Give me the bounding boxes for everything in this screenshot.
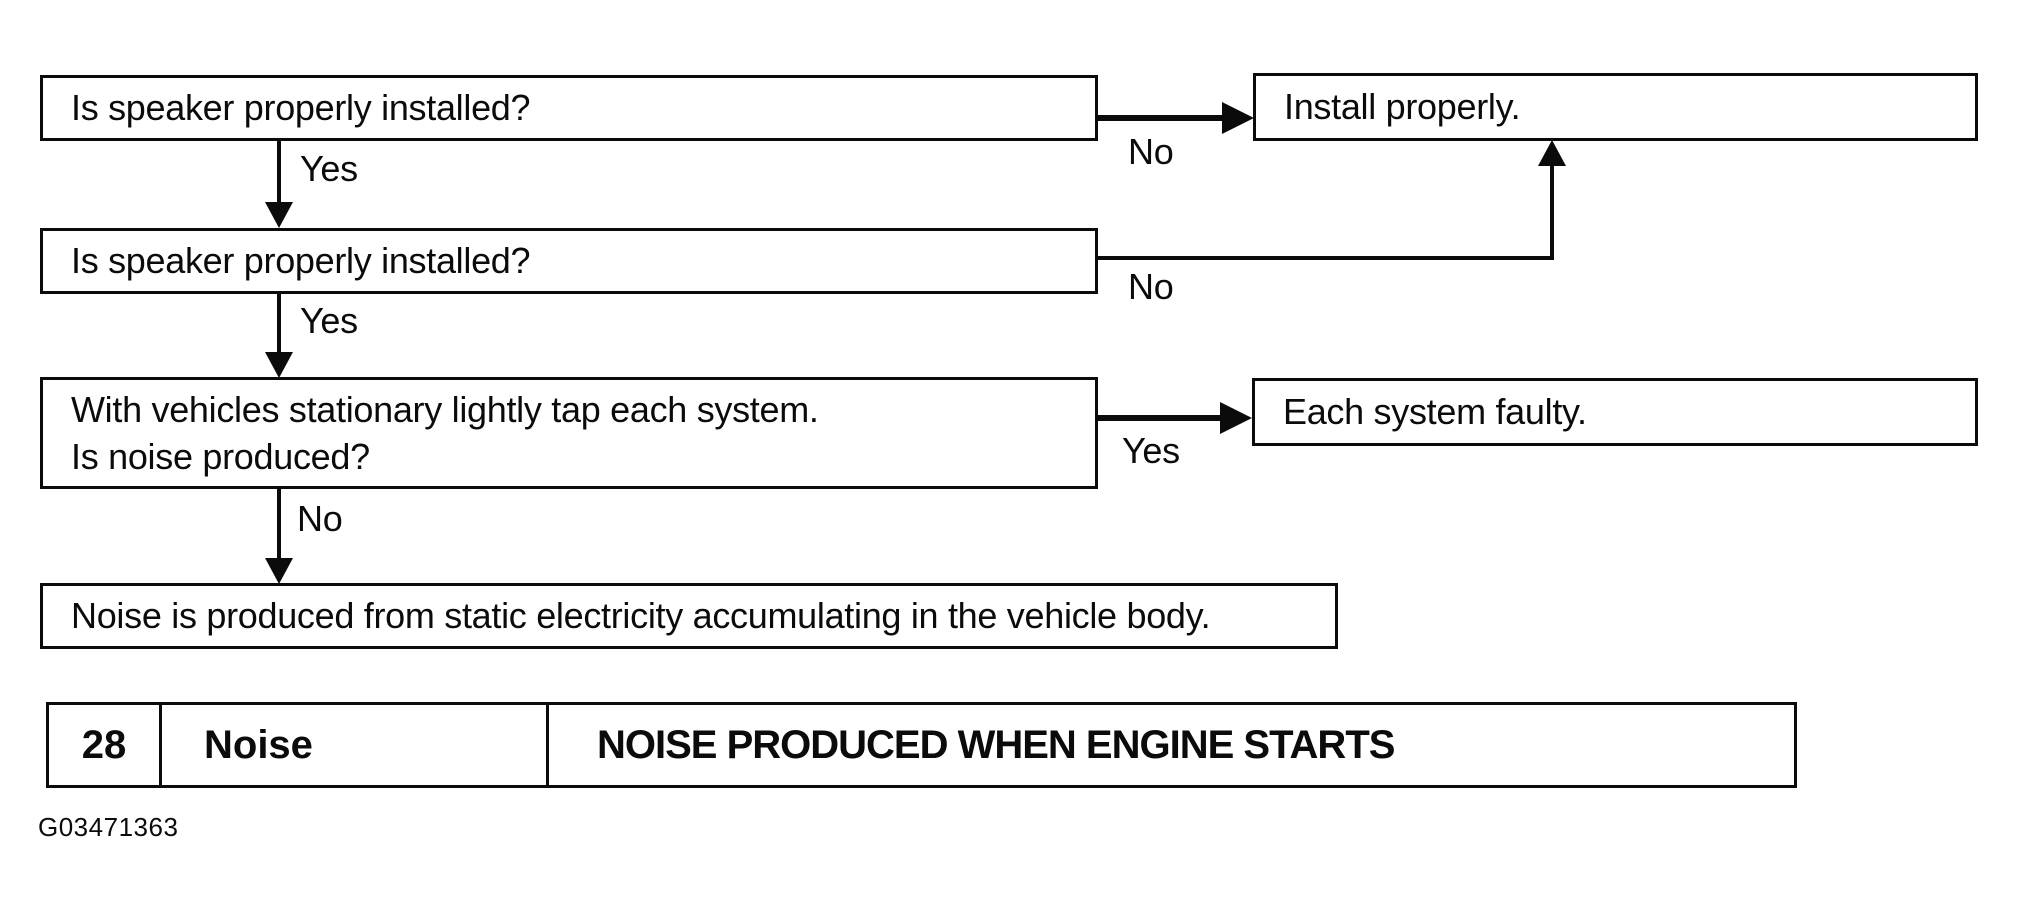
branch-label-q2-no: No: [1128, 266, 1174, 307]
connector-q1-no-line: [1098, 115, 1224, 121]
arrowhead-down-icon: [265, 352, 293, 378]
symptom-category-cell: Noise: [162, 705, 549, 785]
flow-box-question-3: With vehicles stationary lightly tap eac…: [40, 377, 1098, 489]
flow-box-question-1: Is speaker properly installed?: [40, 75, 1098, 141]
connector-q3-yes-line: [1098, 415, 1222, 421]
arrowhead-up-icon: [1538, 140, 1566, 166]
branch-label-q1-yes: Yes: [300, 148, 358, 189]
connector-q3-no-line: [277, 489, 281, 559]
flow-box-question-3-line-1: With vehicles stationary lightly tap eac…: [71, 389, 819, 430]
arrowhead-right-icon: [1220, 402, 1252, 434]
branch-label-q1-no: No: [1128, 131, 1174, 172]
flow-box-each-system-faulty: Each system faulty.: [1252, 378, 1978, 446]
arrowhead-right-icon: [1222, 102, 1254, 134]
symptom-number-cell: 28: [49, 705, 162, 785]
branch-label-q3-no: No: [297, 498, 343, 539]
connector-q2-yes-line: [277, 294, 281, 354]
arrowhead-down-icon: [265, 558, 293, 584]
flow-box-install-properly: Install properly.: [1253, 73, 1978, 141]
arrowhead-down-icon: [265, 202, 293, 228]
connector-q2-no-elbow-vertical: [1550, 164, 1554, 260]
branch-label-q2-yes: Yes: [300, 300, 358, 341]
symptom-heading-cell: NOISE PRODUCED WHEN ENGINE STARTS: [597, 722, 1395, 767]
connector-q1-yes-line: [277, 141, 281, 205]
flow-box-question-3-line-2: Is noise produced?: [71, 436, 370, 477]
connector-q2-no-elbow-horizontal: [1098, 256, 1554, 260]
flow-box-question-2: Is speaker properly installed?: [40, 228, 1098, 294]
figure-code: G03471363: [38, 812, 179, 842]
flow-box-static-electricity: Noise is produced from static electricit…: [40, 583, 1338, 649]
symptom-index-table: 28 Noise NOISE PRODUCED WHEN ENGINE STAR…: [46, 702, 1797, 788]
branch-label-q3-yes: Yes: [1122, 430, 1180, 471]
